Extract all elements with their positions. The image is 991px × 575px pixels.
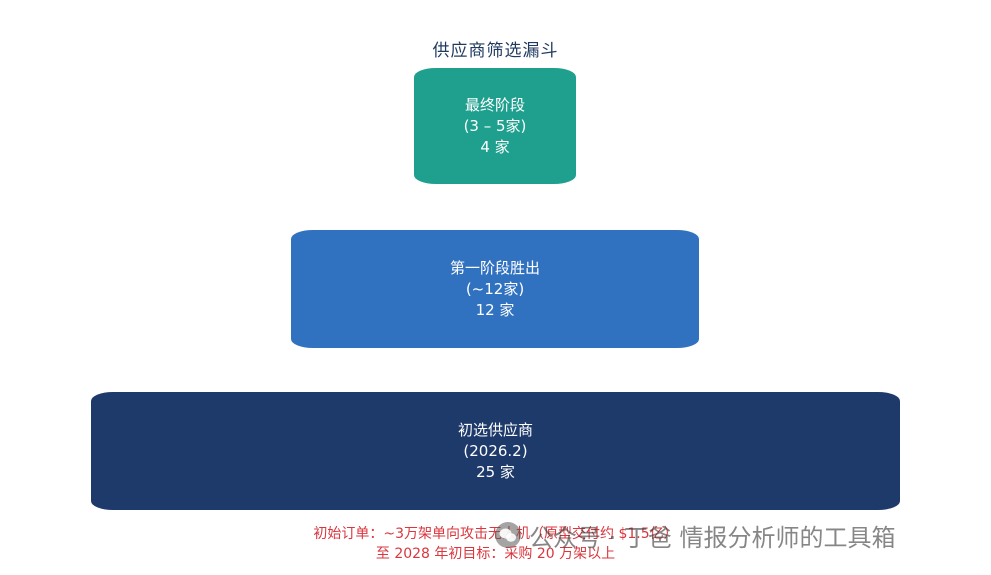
target-note: 至 2028 年初目标：采购 20 万架以上 [375,546,616,562]
stage-name: 第一阶段胜出 [449,258,540,277]
stage-count: 25 家 [476,462,515,481]
stage-count: 12 家 [475,300,515,319]
funnel-title: 供应商筛选漏斗 [432,41,559,61]
funnel-stage-initial: 初选供应商 (2026.2) 25 家 [91,392,900,510]
initial-order-note: 初始订单：~3万架单向攻击无人机（原型交付约 $1.5亿） [313,526,678,542]
funnel-stage-final: 最终阶段 (3 – 5家) 4 家 [414,68,576,184]
funnel-stage-first-round: 第一阶段胜出 (~12家) 12 家 [291,230,699,348]
stage-range: (~12家) [465,279,525,298]
stage-count: 4 家 [480,137,510,156]
stage-name: 初选供应商 [457,420,533,439]
stage-range: (2026.2) [463,441,528,460]
stage-range: (3 – 5家) [463,116,527,135]
stage-name: 最终阶段 [464,95,525,114]
